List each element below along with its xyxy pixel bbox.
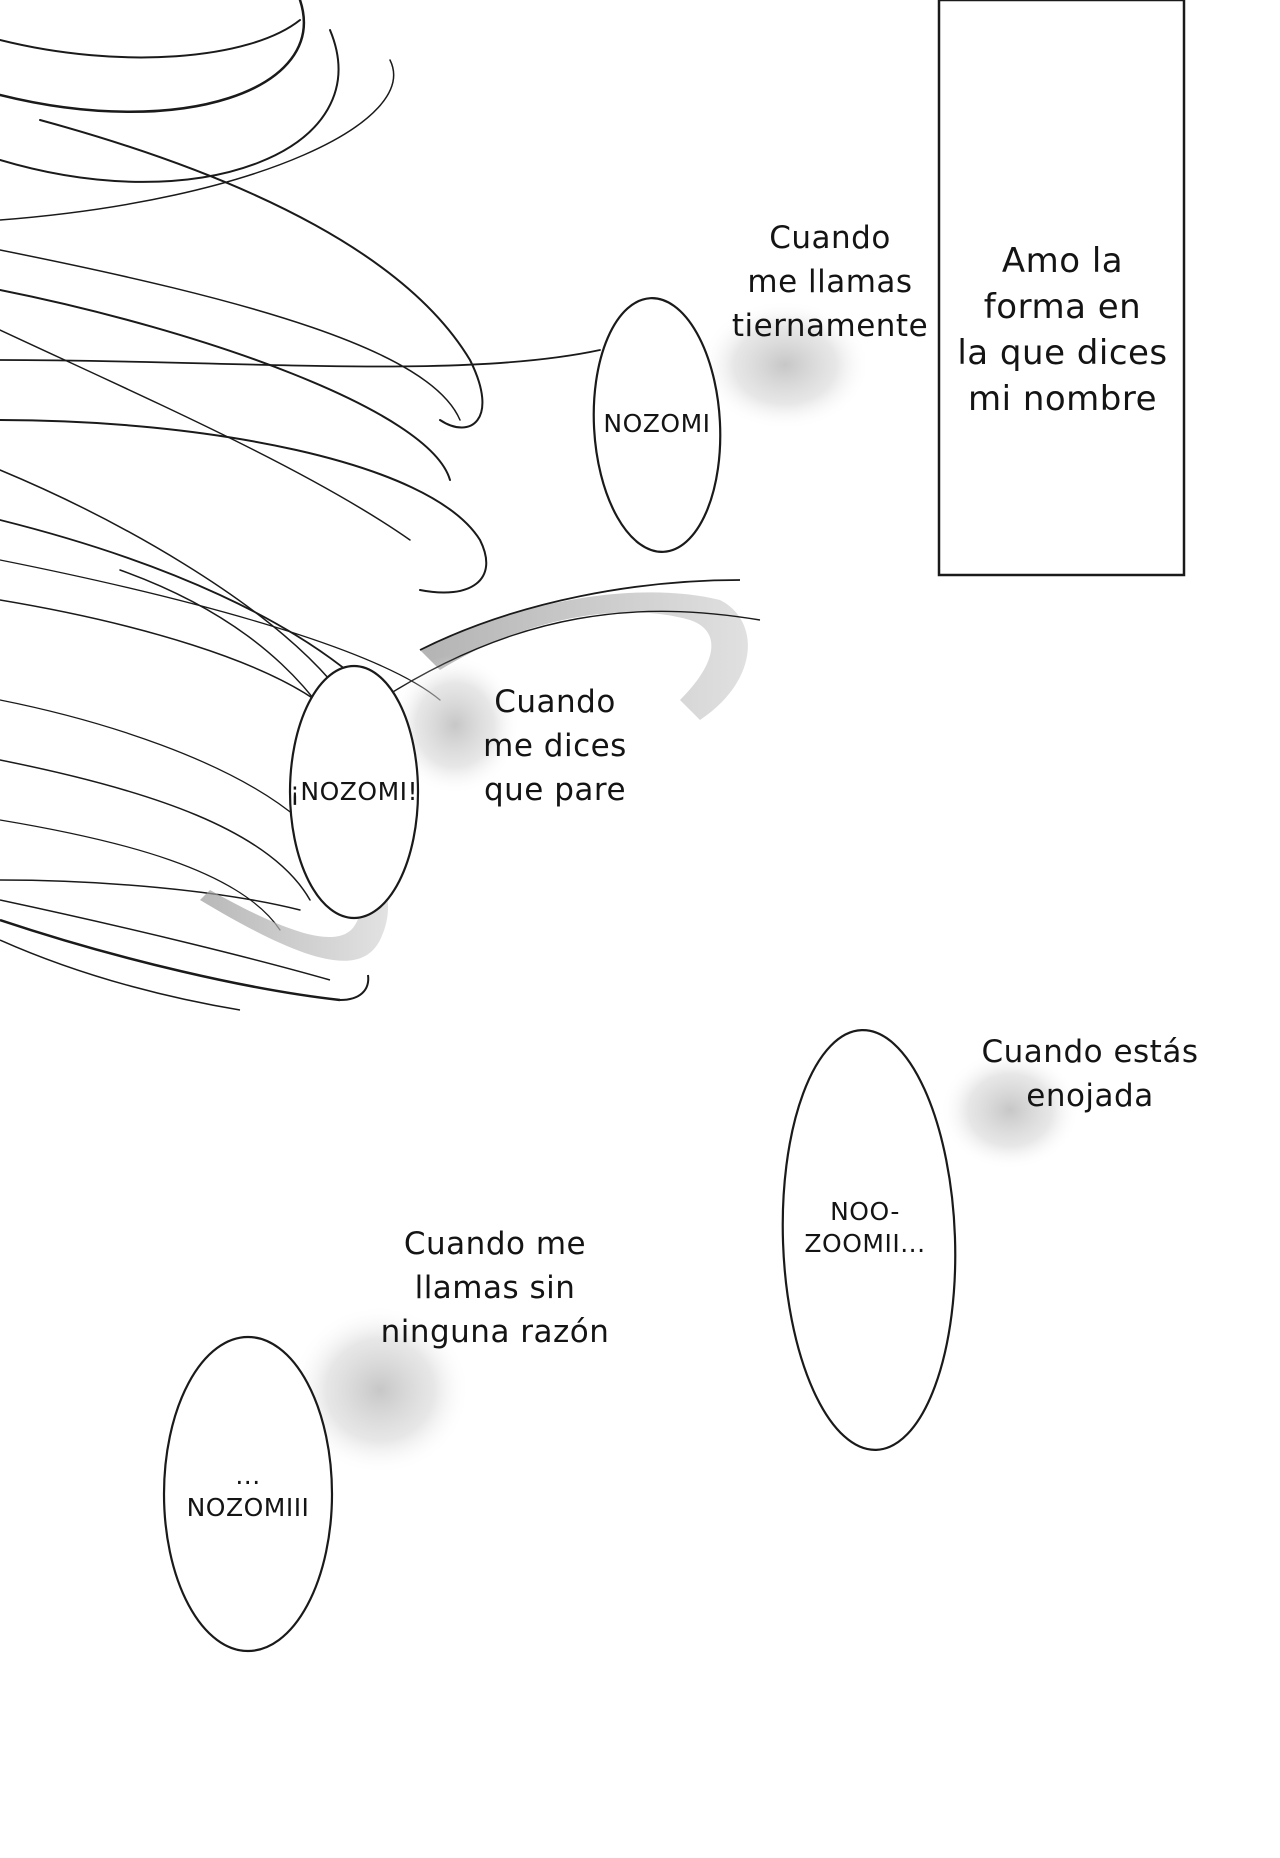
bubble-2-text: ¡NOZOMI! bbox=[289, 777, 419, 806]
speech-bubble-2 bbox=[288, 664, 420, 920]
speech-bubble-1 bbox=[592, 297, 722, 553]
narration-3: Cuando estás enojada bbox=[981, 1034, 1199, 1114]
narration-2: Cuando me dices que pare bbox=[483, 684, 627, 808]
caption-box bbox=[937, 0, 1186, 577]
narration-1: Cuando me llamas tiernamente bbox=[731, 220, 929, 344]
narration-4: Cuando me llamas sin ninguna razón bbox=[380, 1226, 610, 1350]
bubble-4-text: ... NOZOMIII bbox=[186, 1461, 310, 1522]
speech-bubble-4 bbox=[162, 1335, 334, 1653]
tone-blots bbox=[290, 300, 1080, 1475]
bubble-1-text: NOZOMI bbox=[603, 409, 711, 438]
caption-box-text: Amo la forma en la que dices mi nombre bbox=[957, 241, 1168, 419]
bubble-3-text: NOO- ZOOMII... bbox=[804, 1197, 926, 1258]
speech-bubble-3 bbox=[781, 1029, 957, 1451]
